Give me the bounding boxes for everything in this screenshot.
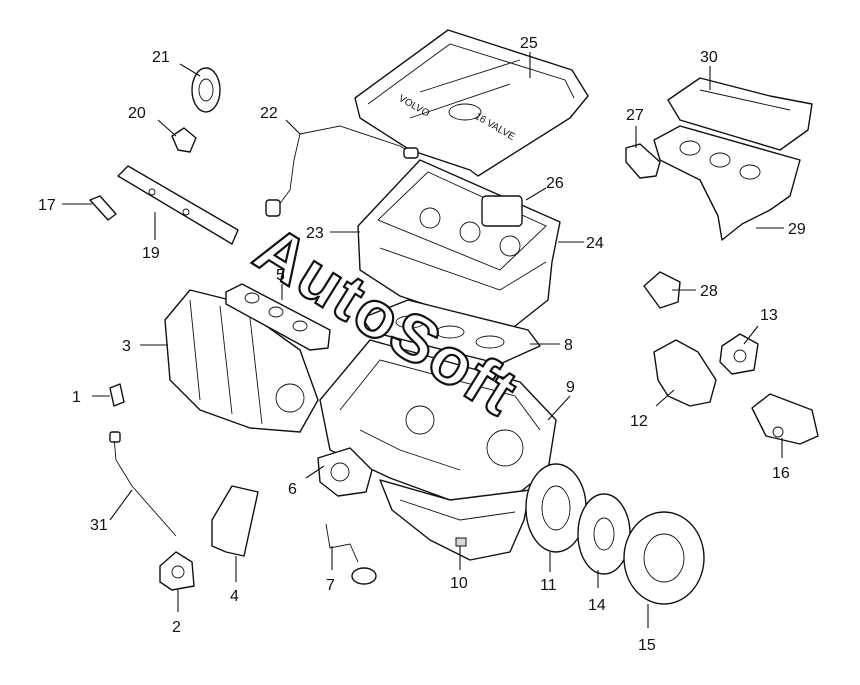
- callout-17: 17: [38, 197, 92, 214]
- callout-label-17: 17: [38, 197, 56, 214]
- callout-label-5: 5: [276, 267, 285, 284]
- oil-pan: [379, 479, 531, 561]
- starter-motor: [751, 393, 819, 445]
- callout-26: 26: [525, 175, 564, 201]
- callout-29: 29: [756, 221, 806, 238]
- callout-21: 21: [152, 49, 201, 77]
- callout-label-4: 4: [230, 588, 239, 605]
- callout-label-8: 8: [564, 337, 573, 354]
- oil-pickup: [325, 523, 377, 585]
- callout-8: 8: [530, 337, 573, 354]
- callout-label-30: 30: [700, 49, 718, 66]
- callout-23: 23: [306, 225, 360, 242]
- callout-label-19: 19: [142, 245, 160, 262]
- engine-mount: [719, 333, 759, 375]
- engine-mount-rear: [159, 551, 195, 591]
- callout-label-9: 9: [566, 379, 575, 396]
- callout-31: 31: [90, 489, 133, 534]
- injector: [89, 195, 117, 221]
- clutch-disc: [577, 493, 631, 575]
- callout-label-28: 28: [700, 283, 718, 300]
- callout-6: 6: [288, 465, 325, 498]
- callout-label-12: 12: [630, 413, 648, 430]
- callout-label-20: 20: [128, 105, 146, 122]
- callout-12: 12: [630, 389, 675, 430]
- thermostat-housing: [643, 271, 681, 309]
- camshaft-sensor: [171, 127, 197, 153]
- pressure-plate: [623, 511, 705, 605]
- callout-7: 7: [326, 546, 335, 594]
- callout-16: 16: [772, 438, 790, 482]
- callout-19: 19: [142, 212, 160, 262]
- bracket: [211, 485, 259, 557]
- callout-27: 27: [626, 107, 644, 148]
- exhaust-gasket: [625, 143, 661, 179]
- callout-label-15: 15: [638, 637, 656, 654]
- callout-25: 25: [520, 35, 538, 78]
- callout-2: 2: [172, 590, 181, 636]
- callout-28: 28: [672, 283, 718, 300]
- callout-label-27: 27: [626, 107, 644, 124]
- camshaft-pulley: [191, 67, 221, 113]
- callout-9: 9: [547, 379, 575, 421]
- callout-15: 15: [638, 604, 656, 654]
- callout-label-25: 25: [520, 35, 538, 52]
- callout-label-24: 24: [586, 235, 604, 252]
- callout-4: 4: [230, 556, 239, 605]
- head-gasket: [361, 299, 541, 365]
- callout-label-2: 2: [172, 619, 181, 636]
- dipstick-tube: [109, 431, 177, 537]
- callout-30: 30: [700, 49, 718, 90]
- heat-shield: [667, 77, 813, 151]
- callout-label-22: 22: [260, 105, 278, 122]
- callout-11: 11: [540, 552, 557, 594]
- callout-label-31: 31: [90, 517, 108, 534]
- callout-label-10: 10: [450, 575, 468, 592]
- callout-label-1: 1: [72, 389, 81, 406]
- cylinder-head: [357, 159, 561, 331]
- callout-13: 13: [743, 307, 778, 345]
- callout-10: 10: [450, 546, 468, 592]
- callout-3: 3: [122, 338, 168, 355]
- callout-label-29: 29: [788, 221, 806, 238]
- breather-hose: [265, 125, 419, 217]
- callout-24: 24: [558, 235, 604, 252]
- intake-manifold: [164, 289, 319, 433]
- fuel-rail: [117, 165, 239, 245]
- callout-1: 1: [72, 389, 110, 406]
- exhaust-manifold: [653, 125, 801, 241]
- flywheel: [525, 463, 587, 553]
- callout-label-7: 7: [326, 577, 335, 594]
- callout-label-23: 23: [306, 225, 324, 242]
- intake-gasket: [225, 283, 331, 351]
- water-pump: [317, 447, 373, 497]
- valve-cover: VOLVO 16 VALVE: [354, 29, 589, 177]
- callout-label-21: 21: [152, 49, 170, 66]
- callout-22: 22: [260, 105, 301, 135]
- callout-label-3: 3: [122, 338, 131, 355]
- sensor: [109, 383, 125, 407]
- engine-mount-bracket: [653, 339, 717, 407]
- callout-label-14: 14: [588, 597, 606, 614]
- callout-label-13: 13: [760, 307, 778, 324]
- callout-20: 20: [128, 105, 177, 137]
- callout-label-26: 26: [546, 175, 564, 192]
- callout-label-11: 11: [540, 577, 557, 594]
- callout-14: 14: [588, 570, 606, 614]
- callout-label-6: 6: [288, 481, 297, 498]
- callout-label-16: 16: [772, 465, 790, 482]
- callout-5: 5: [276, 267, 285, 300]
